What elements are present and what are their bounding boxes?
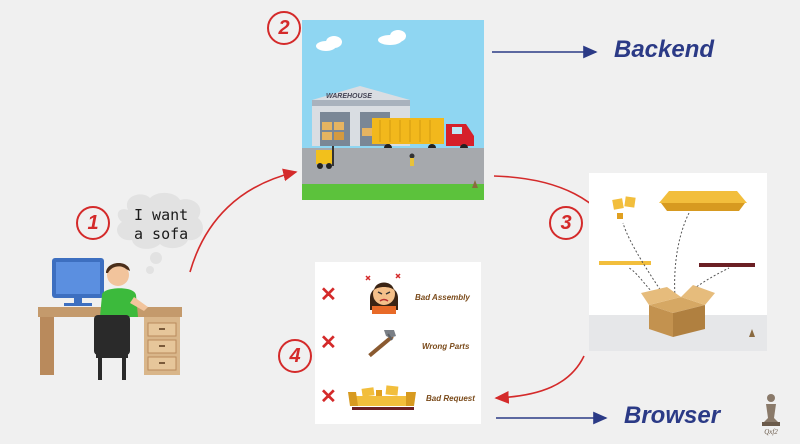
step-marker-4: 4 — [278, 339, 312, 373]
x-mark-3: ✕ — [320, 386, 337, 408]
broken-sofa-icon — [348, 385, 416, 410]
open-box-parts — [589, 191, 767, 351]
x-mark-2: ✕ — [320, 332, 337, 354]
svg-text:Qxf2: Qxf2 — [764, 428, 778, 436]
step-marker-3: 3 — [549, 206, 583, 240]
desk-computer-person — [38, 258, 182, 380]
warehouse-sign: WAREHOUSE — [326, 93, 372, 100]
parts-panel — [589, 173, 767, 351]
chess-logo-icon: Qxf2 — [762, 394, 780, 436]
warehouse-panel — [302, 20, 484, 200]
step-marker-1: 1 — [76, 206, 110, 240]
backend-label: Backend — [614, 36, 715, 63]
browser-label: Browser — [624, 402, 721, 429]
arrow-parts-to-issues — [494, 355, 585, 404]
issue-label-3: Bad Request — [426, 394, 475, 403]
issue-label-2: Wrong Parts — [422, 342, 470, 351]
bubble-text-line2: a sofa — [134, 225, 189, 243]
thought-bubble — [117, 192, 203, 274]
issue-label-1: Bad Assembly — [415, 293, 470, 302]
arrow-user-to-warehouse — [189, 168, 298, 273]
hammer-icon — [368, 330, 396, 358]
bubble-text-line1: I want — [134, 206, 189, 224]
x-mark-1: ✕ — [320, 284, 337, 306]
step-marker-2: 2 — [267, 11, 301, 45]
chess-logo-icon — [472, 180, 478, 188]
angry-person-icon — [365, 273, 401, 314]
warehouse-scene — [302, 20, 484, 200]
